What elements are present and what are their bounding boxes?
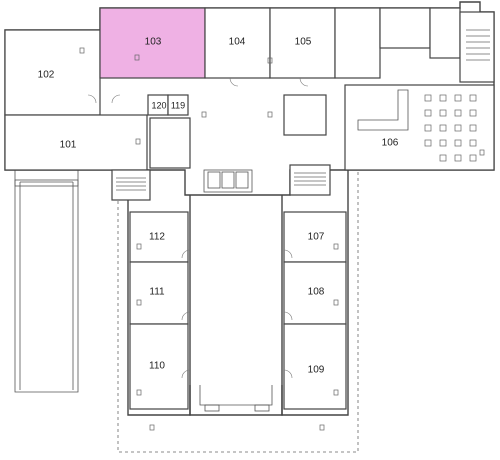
room-label-112: 112 xyxy=(149,232,165,243)
room-label-120: 120 xyxy=(151,100,166,110)
stair-core-sw xyxy=(111,169,151,201)
room-103[interactable] xyxy=(99,7,206,79)
room-105[interactable] xyxy=(269,7,336,79)
south-vestibule xyxy=(199,385,273,406)
room-label-119: 119 xyxy=(171,100,185,110)
door-swings xyxy=(87,77,309,379)
display-case xyxy=(235,171,249,189)
cafe-tables xyxy=(424,94,477,162)
room-119[interactable] xyxy=(167,94,189,116)
south-entry-wall xyxy=(189,385,283,416)
display-case xyxy=(221,171,235,189)
room-label-103: 103 xyxy=(145,37,162,48)
stair-core-ne xyxy=(459,11,495,83)
south-wing-west-wall xyxy=(127,195,191,416)
room-102[interactable] xyxy=(4,29,101,116)
room-label-105: 105 xyxy=(295,37,312,48)
room-112[interactable] xyxy=(129,211,189,263)
room-label-111: 111 xyxy=(149,287,165,298)
display-area xyxy=(203,169,253,193)
room-label-102: 102 xyxy=(38,70,55,81)
serving-counter xyxy=(357,89,409,131)
room-label-109: 109 xyxy=(308,365,325,376)
restroom-core-west xyxy=(149,117,191,169)
service-room xyxy=(429,7,461,59)
room-label-101: 101 xyxy=(60,140,77,151)
room-108[interactable] xyxy=(283,261,347,325)
room-label-110: 110 xyxy=(149,361,165,372)
room-label-108: 108 xyxy=(308,287,325,298)
room-label-107: 107 xyxy=(308,232,325,243)
fixture-markers xyxy=(79,47,485,431)
room-label-106: 106 xyxy=(382,138,399,149)
room-101[interactable] xyxy=(4,114,148,171)
south-wing-east-wall xyxy=(281,170,349,416)
door-mat xyxy=(204,404,220,412)
room-111[interactable] xyxy=(129,261,189,325)
restroom-core-center xyxy=(283,94,327,136)
west-canopy xyxy=(14,170,79,393)
room-104[interactable] xyxy=(204,7,271,79)
room-106[interactable] xyxy=(344,84,495,171)
room-label-104: 104 xyxy=(229,37,246,48)
service-room xyxy=(379,7,431,49)
canopy-beam xyxy=(14,179,79,187)
stair-treads xyxy=(116,29,490,191)
restroom-core-east xyxy=(334,7,381,79)
door-mat xyxy=(254,404,270,412)
stair-core-se xyxy=(289,164,331,196)
display-case xyxy=(207,171,221,189)
room-107[interactable] xyxy=(283,211,347,263)
covered-area-outline xyxy=(117,170,359,453)
